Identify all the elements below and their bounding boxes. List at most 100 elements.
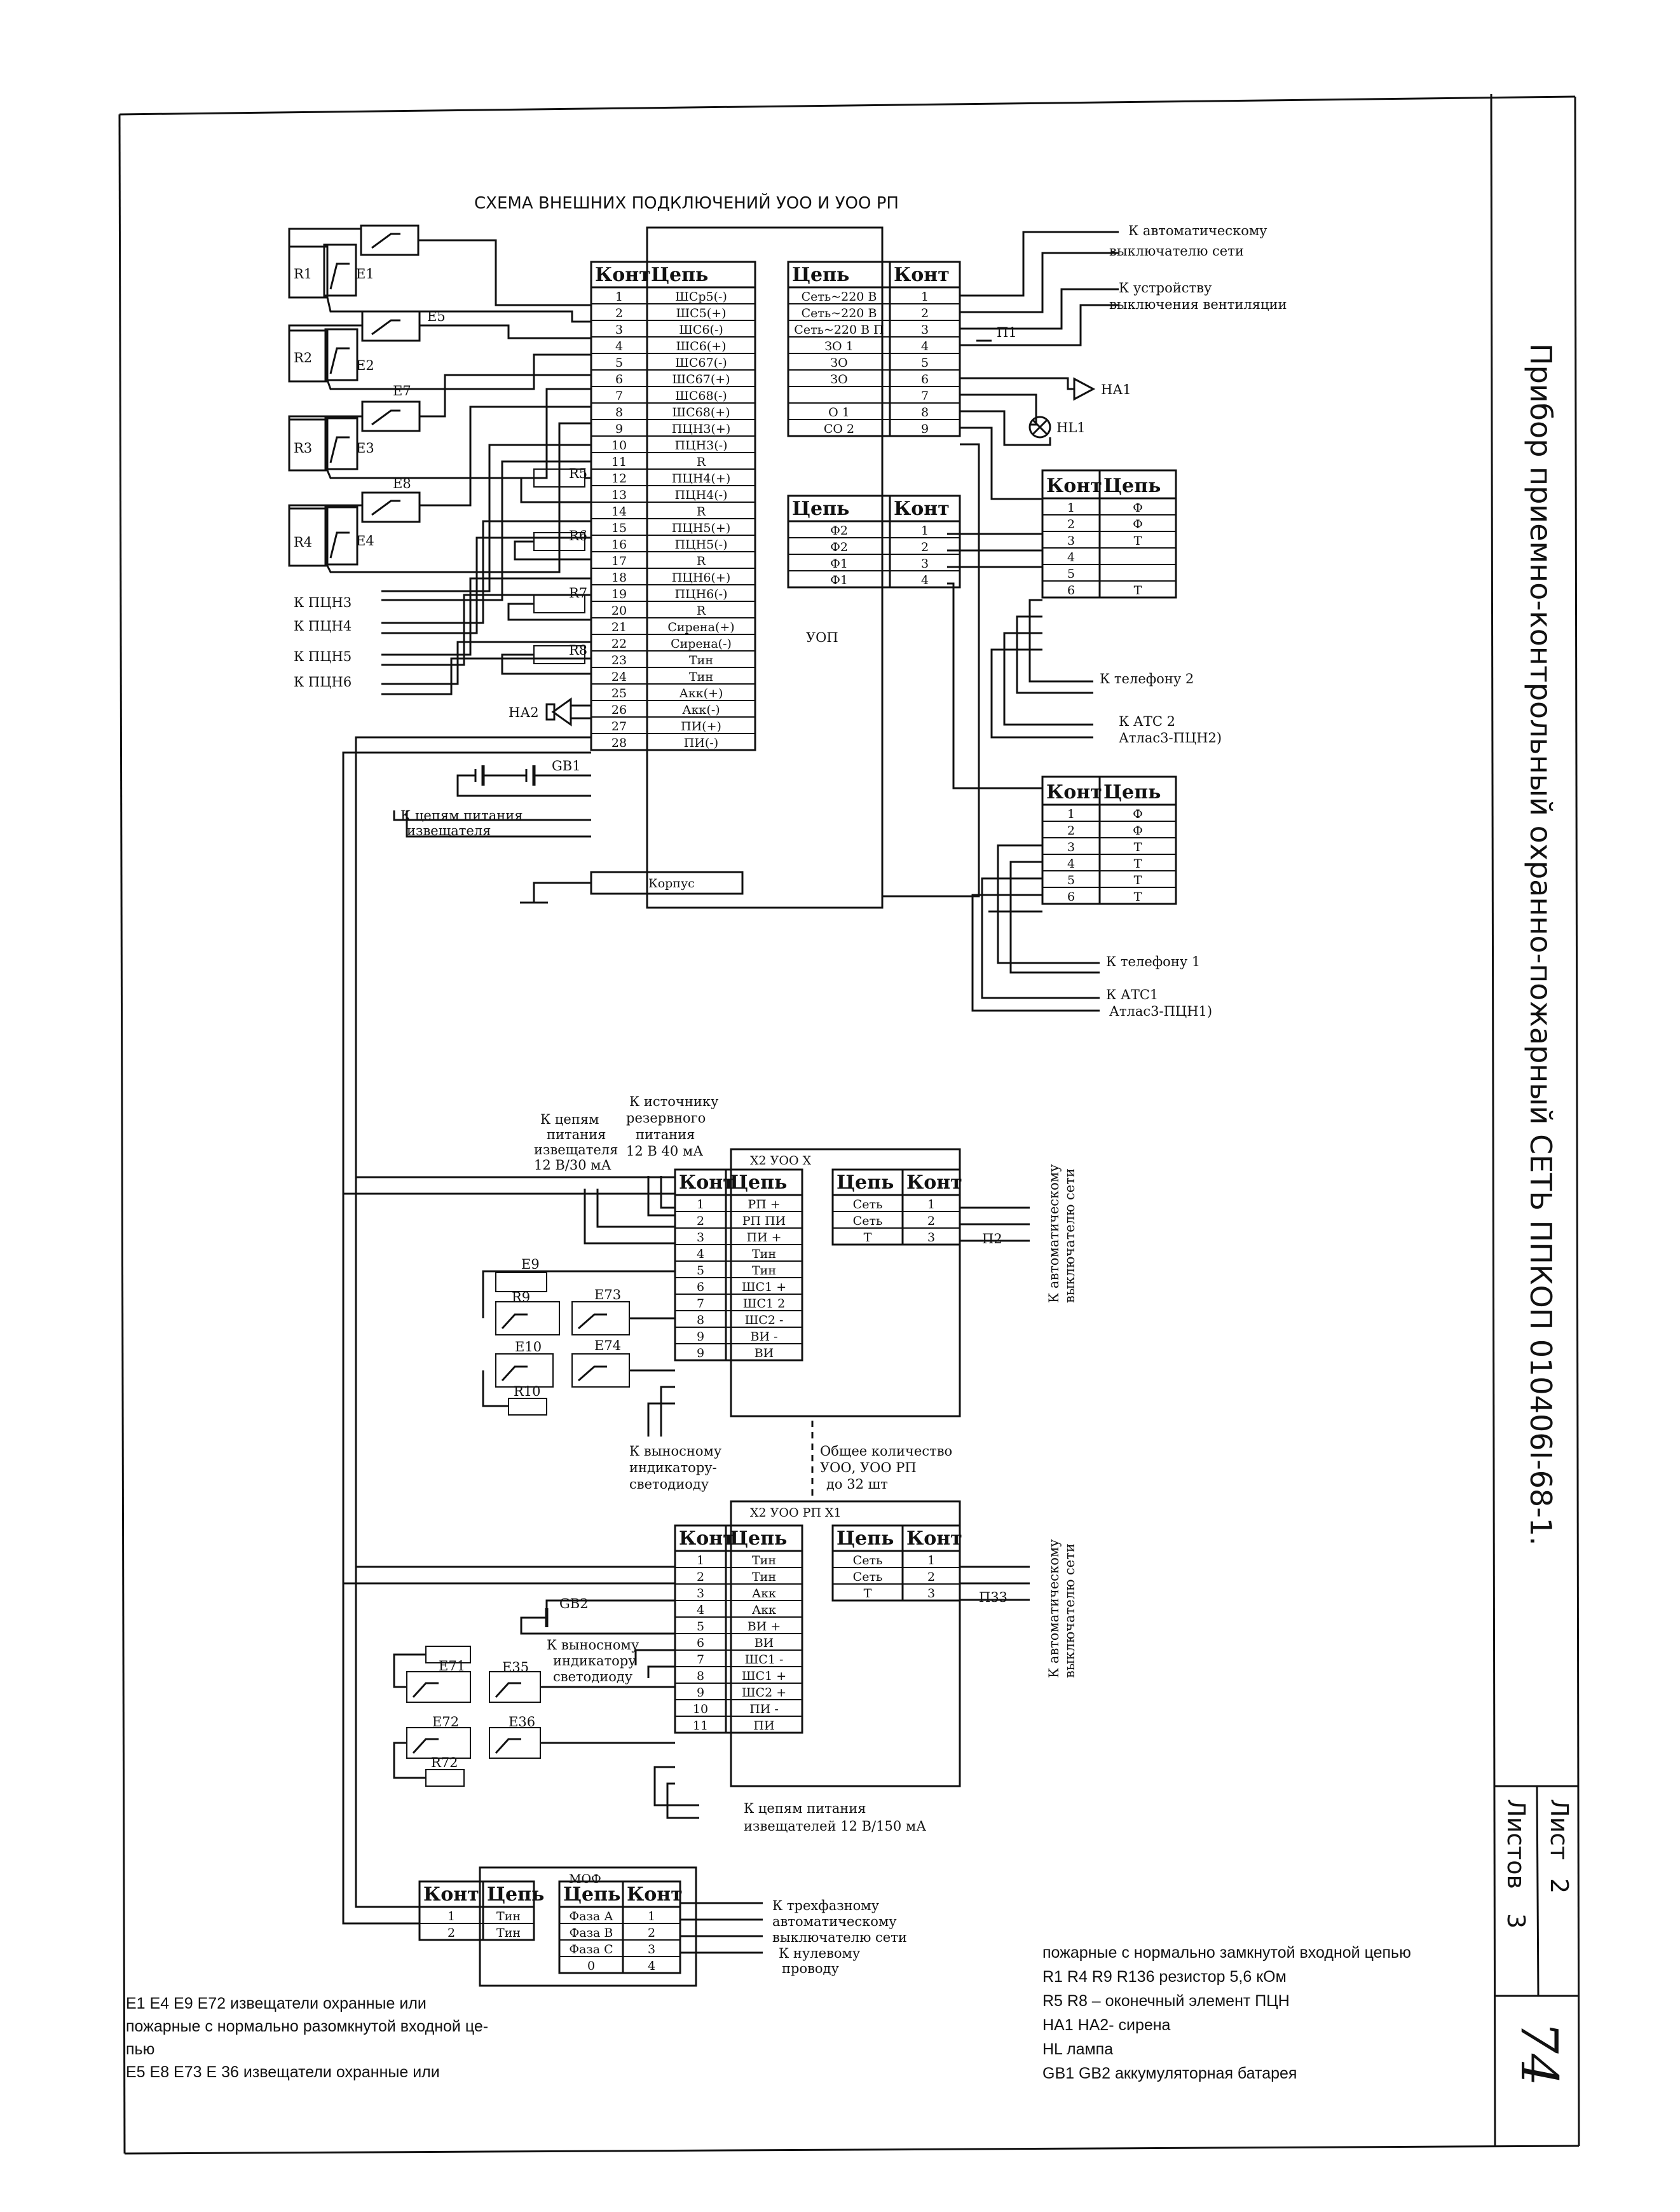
uoo-rp-row-6-col-2: ВИ [755, 1636, 774, 1650]
mof-right-row-4-col-2: 4 [648, 1959, 655, 1973]
main-left-row-16-col-1: 16 [611, 538, 627, 552]
uoo-total-1: Общее количество [820, 1444, 952, 1459]
uoo-rp-row-11-col-1: 11 [693, 1719, 708, 1733]
uoo-rp-p33-label: П33 [979, 1590, 1007, 1605]
main-left-row-11-col-1: 11 [611, 455, 627, 469]
legend-right-line-2: R1 R4 R9 R136 резистор 5,6 кОм [1042, 1968, 1287, 1986]
legend-right-line-3: R5 R8 – оконечный элемент ПЦН [1042, 1992, 1290, 2010]
uoo-e73-label: Е73 [594, 1287, 621, 1302]
uoo-right-header-2: Конт [906, 1171, 962, 1194]
mof-right-row-3-col-1: Фаза С [569, 1942, 613, 1956]
main-right-row-1-col-2: 1 [921, 290, 929, 304]
uoo-power-3: извещателя [534, 1142, 618, 1157]
uoo-right-row-3-col-1: Т [864, 1231, 872, 1245]
main-left-row-16-col-2: ПЦН5(-) [674, 538, 727, 552]
pcn4-label: К ПЦН4 [294, 618, 352, 634]
tel1-label: К телефону 1 [1106, 954, 1200, 969]
uoo-right-row-1-col-2: 1 [927, 1198, 935, 1212]
tel2-header-2: Цепь [1103, 475, 1161, 497]
main-left-row-3-col-2: ШС6(-) [679, 323, 723, 337]
main-left-row-7-col-1: 7 [615, 389, 623, 403]
uop-frame [787, 495, 961, 589]
uoo-indicator-3: светодиоду [629, 1477, 709, 1492]
tel1-row-2-col-2: Ф [1133, 824, 1143, 838]
uoo-total-2: УОО, УОО РП [820, 1460, 917, 1475]
mof-left-row-1-col-2: Тин [496, 1909, 521, 1923]
uoo-row-5-col-1: 5 [697, 1264, 704, 1278]
uoo-rp-header-2: Цепь [730, 1527, 787, 1550]
legend-right-line-4: НА1 НА2- сирена [1042, 2016, 1171, 2034]
stamp-sheet-label: Лист [1545, 1799, 1573, 1860]
uoo-r10-label: R10 [514, 1384, 541, 1399]
uoo-rp-indicator-3: светодиоду [553, 1669, 633, 1684]
uoo-rp-frame [674, 1524, 803, 1734]
ha1-label: НА1 [1101, 382, 1131, 397]
e3-label: E3 [356, 440, 374, 456]
mof-right-header-2: Конт [627, 1883, 683, 1906]
main-left-row-18-col-2: ПЦН6(+) [672, 571, 731, 585]
main-right-row-4-col-2: 4 [921, 339, 929, 353]
uoo-rp-header-1: Конт [679, 1527, 735, 1550]
legend-right-line-1: пожарные с нормально замкнутой входной ц… [1042, 1944, 1411, 1962]
main-left-row-25-col-1: 25 [611, 686, 627, 700]
main-left-row-18-col-1: 18 [611, 571, 627, 585]
uop-header-1: Цепь [792, 498, 849, 520]
vent-label-1: К устройству [1119, 280, 1212, 296]
legend-right: пожарные с нормально замкнутой входной ц… [1042, 1944, 1411, 2082]
main-left-row-20-col-2: R [697, 604, 706, 618]
main-right-row-6-col-1: ЗО [830, 372, 847, 386]
tel2-row-1-col-2: Ф [1133, 501, 1143, 515]
uop-row-3-col-2: 3 [921, 557, 929, 571]
tel1-row-6-col-2: Т [1134, 890, 1142, 904]
main-left-row-2-col-2: ШС5(+) [676, 306, 726, 320]
tel2-header-1: Конт [1046, 475, 1102, 497]
uoo-row-7-col-1: 7 [697, 1297, 704, 1311]
main-left-frame [590, 261, 756, 751]
uoo-power-4: 12 В/30 мА [534, 1157, 611, 1173]
tel2-row-2-col-1: 2 [1067, 517, 1075, 531]
uoo-rp-row-11-col-2: ПИ [753, 1719, 774, 1733]
uoo-rp-r72-label: R72 [431, 1755, 458, 1770]
uoo-reserve-4: 12 В 40 мА [626, 1144, 703, 1159]
tel1-row-2-col-1: 2 [1067, 824, 1075, 838]
uoo-e9-label: Е9 [521, 1257, 540, 1272]
uoo-frame [674, 1168, 803, 1362]
main-left-row-26-col-2: Акк(-) [682, 703, 720, 717]
e4-label: E4 [356, 533, 374, 549]
r5-label: R5 [569, 466, 587, 481]
uoo-row-6-col-2: ШС1 + [742, 1280, 786, 1294]
uoo-reserve-3: питания [636, 1127, 695, 1142]
tel2-row-5-col-1: 5 [1067, 567, 1075, 581]
tel1-row-1-col-1: 1 [1067, 807, 1075, 821]
tel1-row-1-col-2: Ф [1133, 807, 1143, 821]
uoo-rp-e72-label: Е72 [432, 1714, 459, 1730]
uoo-rp-right-row-2-col-1: Сеть [853, 1570, 883, 1584]
uoo-row-2-col-1: 2 [697, 1214, 704, 1228]
ats2-label-2: Атлас3-ПЦН2) [1119, 730, 1222, 746]
main-left-row-6-col-2: ШС67(+) [672, 372, 730, 386]
ats1-label-1: К АТС1 [1106, 987, 1158, 1002]
main-left-row-1-col-1: 1 [615, 290, 623, 304]
uoo-row-1-col-2: РП + [748, 1198, 780, 1212]
main-left-row-27-col-1: 27 [611, 720, 627, 734]
main-right-row-3-col-2: 3 [921, 323, 929, 337]
uop-header-2: Конт [894, 498, 950, 520]
uoo-rp-indicator-1: К выносному [547, 1637, 639, 1653]
legend-left-line-1: Е1 Е4 Е9 Е72 извещатели охранные или [126, 1995, 427, 2012]
legend-left: Е1 Е4 Е9 Е72 извещатели охранные или пож… [126, 1995, 488, 2081]
mof-left-row-2-col-2: Тин [496, 1926, 521, 1940]
main-left-row-14-col-2: R [697, 505, 706, 519]
uoo-row-4-col-1: 4 [697, 1247, 704, 1261]
legend-right-line-5: HL лампа [1042, 2040, 1113, 2058]
uoo-rp-row-4-col-2: Акк [752, 1603, 776, 1617]
e7-label: E7 [393, 383, 411, 399]
mof-right-row-1-col-1: Фаза А [569, 1909, 613, 1923]
uoo-rp-e36-label: Е36 [509, 1714, 535, 1730]
main-left-row-8-col-2: ШС68(+) [672, 406, 730, 420]
